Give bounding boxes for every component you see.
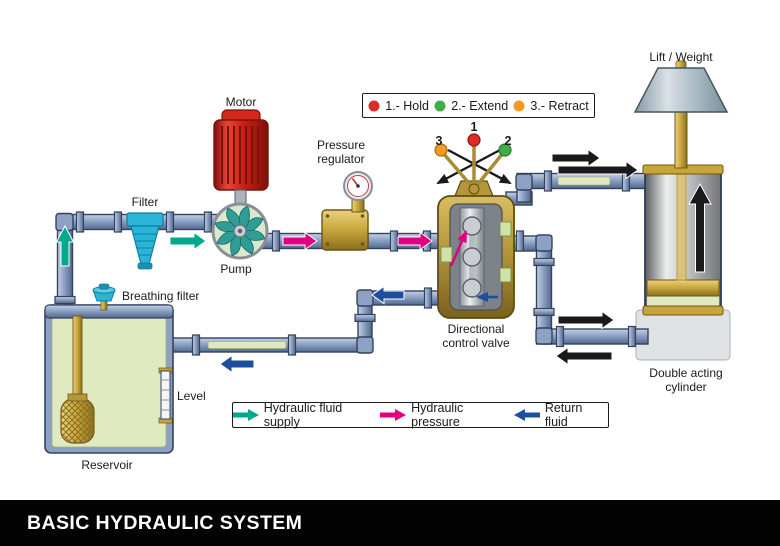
pump-graphic <box>211 202 269 260</box>
lift-weight-graphic <box>633 60 729 113</box>
directional-control-valve-label: Directional control valve <box>442 322 509 350</box>
legend-item-supply: Hydraulic fluid supply <box>233 401 380 429</box>
pressure-gauge <box>343 171 373 201</box>
valve-position-1: 1 <box>470 120 478 134</box>
extend-dot-icon <box>434 100 446 111</box>
cylinder-up-arrow <box>688 182 712 273</box>
pressure-arrow-icon <box>380 409 407 421</box>
reservoir-label: Reservoir <box>81 458 133 472</box>
lever-ball-retract[interactable] <box>434 143 448 157</box>
legend-item-hold: 1.- Hold <box>368 99 429 113</box>
piston-rod <box>674 109 688 169</box>
lift-weight-label: Lift / Weight <box>649 50 713 64</box>
black-arrow-bottom-left <box>555 346 613 366</box>
supply-arrow-up <box>55 224 75 267</box>
label-line: control valve <box>442 336 510 350</box>
lever-ball-extend[interactable] <box>498 143 512 157</box>
return-arrow-1 <box>371 285 405 305</box>
pump-impeller <box>214 205 266 257</box>
diagram-canvas <box>44 60 731 454</box>
legend-item-retract: 3.- Retract <box>513 98 589 113</box>
legend-item-label: Hydraulic pressure <box>411 401 464 429</box>
top-pipe-fluid-cutaway <box>557 176 611 186</box>
pressure-arrow-2 <box>397 231 433 251</box>
legend-item-label: 3.- Retract <box>530 98 589 113</box>
pressure-arrow-1 <box>282 231 318 251</box>
valve-position-3: 3 <box>435 134 443 148</box>
pump-label: Pump <box>220 262 252 276</box>
legend-item-extend: 2.- Extend <box>434 99 508 113</box>
label-line: Pressure <box>316 138 366 152</box>
filter-graphic <box>126 212 164 270</box>
breathing-filter-label: Breathing filter <box>122 289 200 303</box>
supply-arrow-icon <box>233 409 259 421</box>
flow-legend: Hydraulic fluid supply Hydraulic pressur… <box>232 401 609 429</box>
flow-arrows <box>55 148 639 374</box>
pipe-flanges <box>54 170 637 356</box>
black-arrow-top-a <box>551 148 601 168</box>
black-arrow-top-b <box>557 160 639 180</box>
valve-position-2: 2 <box>504 134 512 148</box>
breathing-filter-graphic <box>92 283 116 311</box>
label-line: regulator <box>317 152 365 166</box>
piston <box>646 279 720 297</box>
label-line: Double acting <box>649 366 723 380</box>
level-gauge <box>158 367 173 424</box>
pressure-regulator-graphic <box>321 171 373 251</box>
page-title: BASIC HYDRAULIC SYSTEM <box>27 511 303 534</box>
label-line: cylinder <box>665 380 707 394</box>
legend-item-pressure: Hydraulic pressure <box>380 401 514 429</box>
retract-dot-icon <box>513 100 525 111</box>
valve-position-legend: 1.- Hold 2.- Extend 3.- Retract <box>362 93 595 118</box>
legend-item-return: Return fluid <box>514 401 608 429</box>
suction-drop-pipe <box>72 315 83 401</box>
hold-dot-icon <box>368 100 380 111</box>
reservoir-graphic <box>44 283 174 454</box>
legend-item-label: Hydraulic fluid supply <box>263 401 343 429</box>
legend-item-label: 2.- Extend <box>451 98 509 113</box>
level-label: Level <box>177 389 206 403</box>
cylinder-base-plate <box>635 309 731 361</box>
return-pipe-fluid-cutaway <box>207 341 287 349</box>
filter-label: Filter <box>131 195 159 209</box>
motor-label: Motor <box>225 95 257 109</box>
black-arrow-bottom-right <box>557 310 615 330</box>
legend-item-label: 1.- Hold <box>385 98 429 113</box>
return-arrow-icon <box>514 409 540 421</box>
label-line: Directional <box>447 322 505 336</box>
motor-graphic <box>213 109 269 207</box>
pressure-regulator-label: Pressure regulator <box>317 138 365 166</box>
double-acting-cylinder-label: Double acting cylinder <box>649 366 722 394</box>
legend-item-label: Return fluid <box>544 401 583 429</box>
valve-levers[interactable] <box>434 133 512 195</box>
return-arrow-2 <box>219 354 255 374</box>
supply-arrow-right <box>169 231 207 251</box>
directional-control-valve-graphic <box>434 133 515 319</box>
double-acting-cylinder-graphic <box>633 60 729 316</box>
title-bar: BASIC HYDRAULIC SYSTEM <box>0 500 780 546</box>
lever-ball-hold[interactable] <box>467 133 481 147</box>
